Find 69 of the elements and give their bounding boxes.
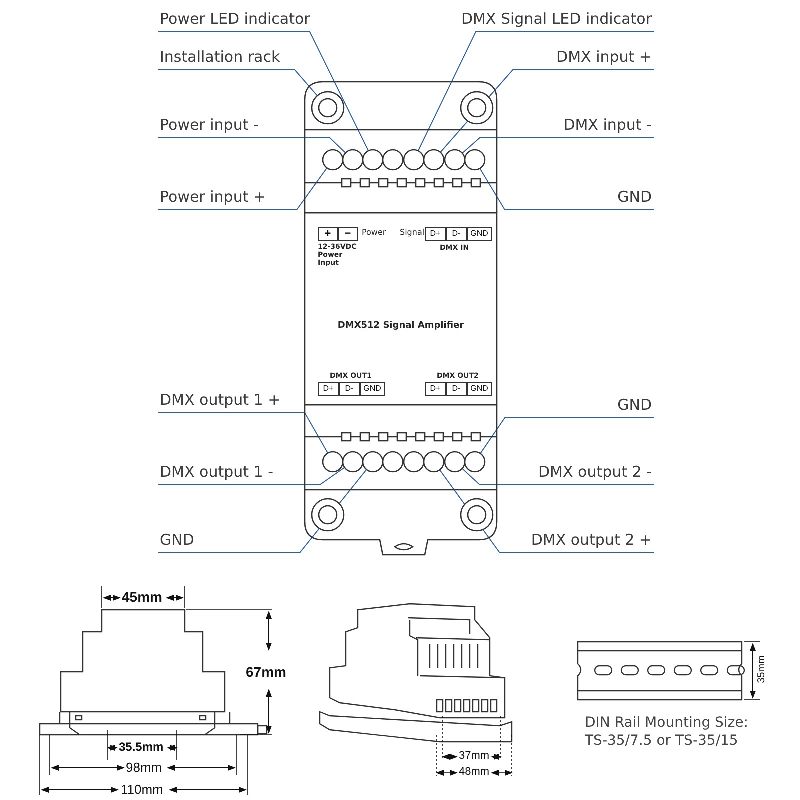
mounting-note: DIN Rail Mounting Size: TS-35/7.5 or TS-35/15 — [585, 714, 750, 750]
terminal-marking: + — [318, 227, 338, 241]
callout-label: DMX input - — [564, 114, 652, 136]
terminal-screw — [403, 149, 425, 171]
terminal-screw — [342, 451, 364, 473]
callout-label: GND — [160, 529, 194, 551]
callout-label: DMX Signal LED indicator — [461, 8, 652, 30]
terminal-screw — [342, 149, 364, 171]
terminal-marking: GND — [467, 227, 492, 241]
leader-line — [158, 168, 328, 210]
terminal-screw — [322, 451, 344, 473]
terminal-screw — [362, 451, 384, 473]
terminal-marking: D- — [339, 382, 360, 396]
terminal-screw — [464, 149, 486, 171]
callout-label: Power input - — [160, 114, 259, 136]
dimension-text: 35mm — [756, 656, 768, 684]
mounting-hole — [460, 91, 494, 125]
terminal-screw — [444, 451, 466, 473]
terminal-marking: D+ — [318, 382, 339, 396]
leader-line — [462, 468, 654, 486]
terminal-screw — [464, 451, 486, 473]
leader-line — [480, 168, 654, 210]
terminal-screw — [382, 149, 404, 171]
dimension-text: 98mm — [126, 760, 162, 775]
dimension-text: 48mm — [459, 766, 490, 778]
mounting-hole — [311, 498, 345, 532]
leader-line — [439, 470, 654, 554]
callout-label: Power input + — [160, 186, 266, 208]
callout-label: Installation rack — [160, 46, 280, 68]
leader-line — [480, 418, 654, 454]
terminal-marking: D+ — [425, 382, 446, 396]
callout-label: GND — [618, 186, 652, 208]
callout-label: DMX output 1 - — [160, 461, 274, 483]
callout-label: GND — [618, 394, 652, 416]
leader-line — [158, 467, 346, 486]
leader-line — [158, 70, 318, 96]
terminal-marking: D+ — [425, 227, 446, 241]
terminal-marking: − — [338, 227, 358, 241]
terminal-marking: D- — [446, 382, 467, 396]
callout-label: DMX output 2 - — [538, 461, 652, 483]
terminal-screw — [362, 149, 384, 171]
dimension-text: 110mm — [121, 782, 164, 797]
terminal-screw — [423, 149, 445, 171]
leader-line — [418, 32, 654, 152]
leader-line — [158, 412, 328, 454]
terminal-screw — [444, 149, 466, 171]
panel-marking: DMX512 Signal Amplifier — [336, 322, 466, 330]
terminal-screw — [382, 451, 404, 473]
callout-label: Power LED indicator — [160, 8, 310, 30]
panel-marking: Power — [362, 229, 386, 237]
dimension-text: 35.5mm — [119, 740, 164, 754]
leader-line — [158, 138, 346, 154]
terminal-screw — [423, 451, 445, 473]
terminal-screw — [403, 451, 425, 473]
terminal-marking: D- — [446, 227, 467, 241]
dimension-text: 45mm — [122, 589, 162, 605]
callout-label: DMX output 2 + — [531, 529, 652, 551]
mounting-hole — [311, 91, 345, 125]
mounting-hole — [460, 498, 494, 532]
dimension-text: 67mm — [246, 664, 286, 680]
leader-line — [462, 138, 654, 154]
dimension-text: 37mm — [459, 750, 490, 762]
leader-line — [158, 32, 370, 152]
terminal-screw — [322, 149, 344, 171]
callout-label: DMX input + — [556, 46, 652, 68]
panel-marking: Signal — [400, 229, 425, 237]
terminal-marking: GND — [467, 382, 492, 396]
callout-label: DMX output 1 + — [160, 389, 281, 411]
terminal-marking: GND — [360, 382, 385, 396]
